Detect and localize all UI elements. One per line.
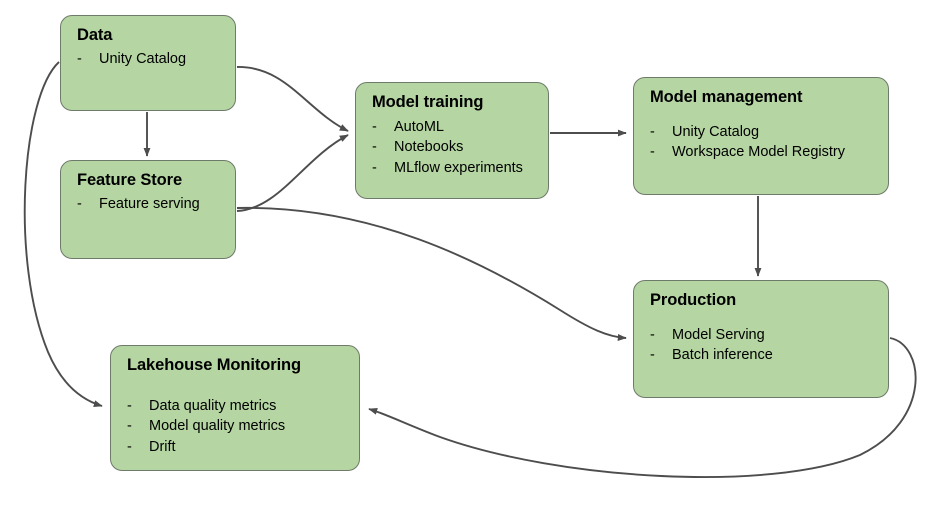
bullet-dash-icon: -: [372, 118, 377, 135]
node-production-item-0: Model Serving: [672, 326, 765, 343]
node-model-management[interactable]: Model management - Unity Catalog - Works…: [633, 77, 889, 195]
bullet-dash-icon: -: [127, 438, 132, 455]
bullet-dash-icon: -: [650, 144, 655, 161]
list-item: - Model quality metrics: [127, 416, 345, 437]
node-production-item-1: Batch inference: [672, 347, 773, 364]
node-model-training-item-2: MLflow experiments: [394, 159, 523, 176]
bullet-dash-icon: -: [77, 50, 82, 67]
list-item: - Unity Catalog: [650, 122, 874, 143]
list-item: - MLflow experiments: [372, 158, 534, 179]
node-data-item-0: Unity Catalog: [99, 50, 187, 67]
node-lakehouse-monitoring[interactable]: Lakehouse Monitoring - Data quality metr…: [110, 345, 360, 471]
node-production[interactable]: Production - Model Serving - Batch infer…: [633, 280, 889, 398]
list-item: - Batch inference: [650, 345, 874, 366]
node-model-management-item-0: Unity Catalog: [672, 123, 760, 140]
bullet-dash-icon: -: [372, 159, 377, 176]
node-lakehouse-monitoring-item-0: Data quality metrics: [149, 397, 277, 414]
edge-feature-store-to-production: [236, 207, 627, 342]
list-item: - Workspace Model Registry: [650, 142, 874, 163]
edge-data-to-model-training: [236, 66, 349, 132]
node-feature-store-title: Feature Store: [77, 171, 183, 189]
node-model-management-title: Model management: [650, 88, 803, 106]
node-lakehouse-monitoring-item-1: Model quality metrics: [149, 418, 286, 435]
node-model-training-title: Model training: [372, 93, 484, 111]
node-production-title: Production: [650, 291, 737, 309]
node-model-training[interactable]: Model training - AutoML - Notebooks - ML…: [355, 82, 549, 199]
list-item: - Feature serving: [77, 194, 221, 215]
node-lakehouse-monitoring-items: - Data quality metrics - Model quality m…: [127, 396, 345, 458]
node-model-management-items: - Unity Catalog - Workspace Model Regist…: [650, 122, 874, 163]
node-model-training-item-0: AutoML: [394, 118, 444, 135]
edge-feature-store-to-model-training: [236, 134, 349, 212]
node-data[interactable]: Data - Unity Catalog: [60, 15, 236, 111]
bullet-dash-icon: -: [127, 397, 132, 414]
bullet-dash-icon: -: [650, 123, 655, 140]
bullet-dash-icon: -: [650, 326, 655, 343]
list-item: - Data quality metrics: [127, 396, 345, 417]
bullet-dash-icon: -: [127, 418, 132, 435]
list-item: - Model Serving: [650, 325, 874, 346]
bullet-dash-icon: -: [372, 139, 377, 156]
bullet-dash-icon: -: [650, 347, 655, 364]
node-production-items: - Model Serving - Batch inference: [650, 325, 874, 366]
node-model-management-item-1: Workspace Model Registry: [672, 144, 845, 161]
list-item: - AutoML: [372, 117, 534, 138]
node-data-items: - Unity Catalog: [77, 49, 221, 70]
node-feature-store[interactable]: Feature Store - Feature serving: [60, 160, 236, 259]
node-feature-store-items: - Feature serving: [77, 194, 221, 215]
node-data-title: Data: [77, 26, 113, 44]
node-model-training-item-1: Notebooks: [394, 139, 464, 156]
bullet-dash-icon: -: [77, 195, 82, 212]
node-feature-store-item-0: Feature serving: [99, 195, 200, 212]
node-lakehouse-monitoring-title: Lakehouse Monitoring: [127, 356, 302, 374]
list-item: - Drift: [127, 437, 345, 458]
node-model-training-items: - AutoML - Notebooks - MLflow experiment…: [372, 117, 534, 179]
node-lakehouse-monitoring-item-2: Drift: [149, 438, 176, 455]
list-item: - Unity Catalog: [77, 49, 221, 70]
list-item: - Notebooks: [372, 137, 534, 158]
